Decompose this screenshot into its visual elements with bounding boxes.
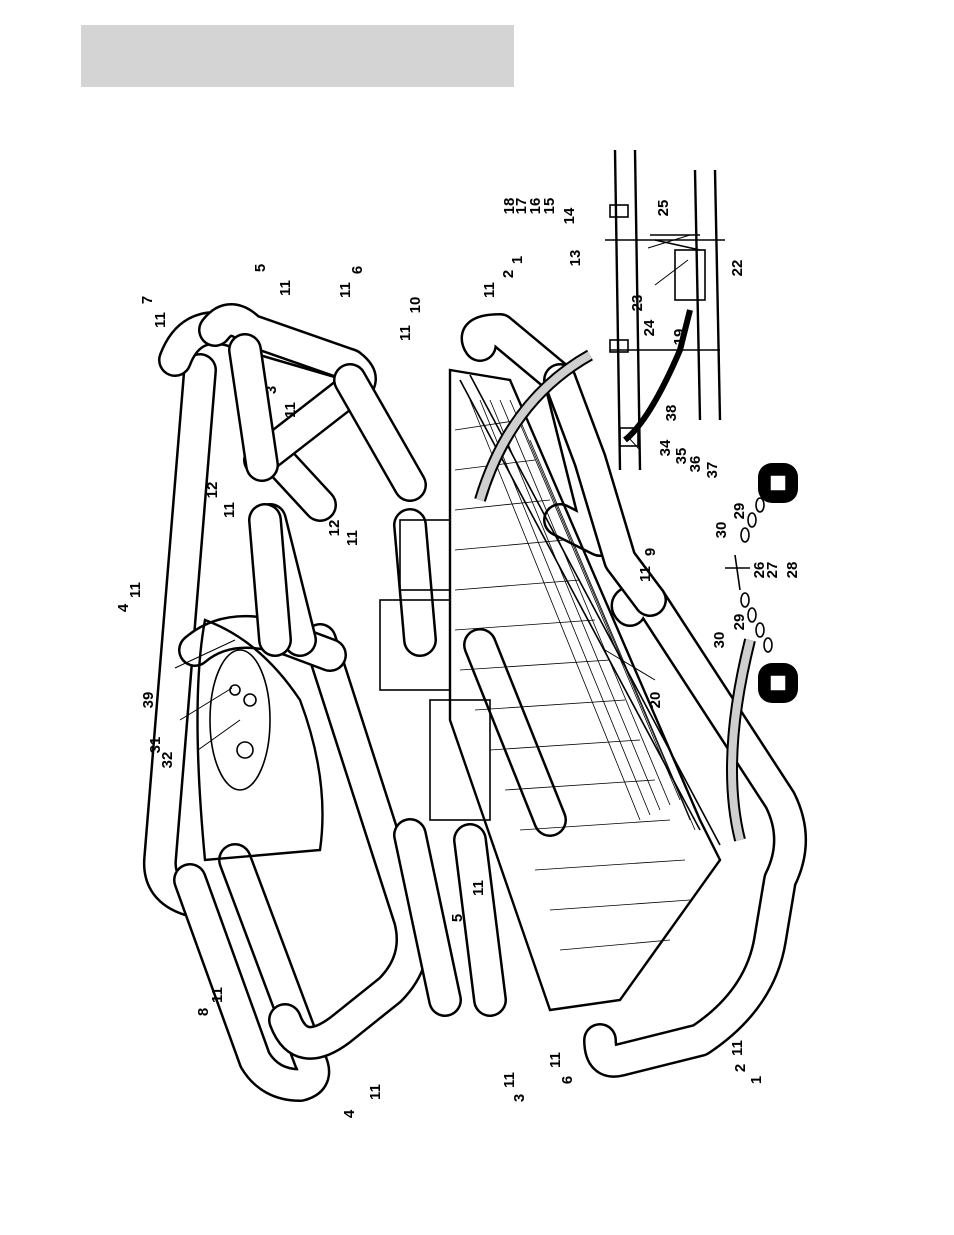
- callout-c11-r2: 11: [221, 502, 238, 518]
- callout-c11-m1: 11: [470, 880, 487, 896]
- callout-c30-b: 30: [711, 632, 728, 649]
- callout-c11-r6: 11: [152, 312, 169, 328]
- callout-c11-r5: 11: [282, 402, 299, 418]
- callout-c3-front: 3: [511, 1094, 528, 1102]
- callout-c36: 36: [687, 456, 704, 473]
- callout-c15: 15: [541, 198, 558, 215]
- callout-c39: 39: [140, 692, 157, 709]
- callout-c9: 9: [642, 548, 659, 556]
- callout-c11-r7: 11: [277, 280, 294, 296]
- callout-c37: 37: [704, 462, 721, 479]
- callout-c11-r3: 11: [344, 530, 361, 546]
- callout-c13: 13: [567, 250, 584, 267]
- callout-c1-front: 1: [748, 1076, 765, 1084]
- callout-c10: 10: [407, 297, 424, 314]
- callout-c29-a: 29: [731, 503, 748, 520]
- callout-c11-front: 11: [729, 1040, 746, 1056]
- callout-c11-f2: 11: [501, 1072, 518, 1088]
- callout-c19: 19: [671, 329, 688, 346]
- callout-c22: 22: [729, 260, 746, 277]
- callout-c2-front: 2: [732, 1064, 749, 1072]
- callout-c11-f3: 11: [547, 1052, 564, 1068]
- callout-c11-r9: 11: [397, 325, 414, 341]
- callout-c23: 23: [629, 295, 646, 312]
- callout-c20: 20: [647, 692, 664, 709]
- frame-tubes: [160, 320, 790, 1085]
- callout-c11-r1: 11: [127, 582, 144, 598]
- callout-c3-rear: 3: [263, 386, 280, 394]
- callout-c29-b: 29: [731, 614, 748, 631]
- callout-c25: 25: [655, 200, 672, 217]
- callout-c5-rear: 5: [252, 264, 269, 272]
- callout-c7: 7: [139, 296, 156, 304]
- callout-c24: 24: [641, 319, 658, 336]
- callout-c6-rear: 6: [349, 266, 366, 274]
- callout-c8: 8: [195, 1008, 212, 1016]
- callout-c11-r4: 11: [637, 566, 654, 582]
- callout-c31: 31: [147, 737, 164, 754]
- callout-c38: 38: [663, 405, 680, 422]
- callout-c34: 34: [657, 439, 674, 456]
- callout-c1-rear: 1: [509, 256, 526, 264]
- callout-c14: 14: [561, 207, 578, 224]
- callout-c2-rear: 2: [500, 270, 517, 278]
- callout-c5-mid: 5: [449, 914, 466, 922]
- callout-c27: 27: [764, 562, 781, 579]
- callout-c4-rear: 4: [115, 603, 132, 612]
- callout-c11-f4: 11: [367, 1084, 384, 1100]
- callout-c11-r8: 11: [337, 282, 354, 298]
- callout-c11-f5: 11: [209, 987, 226, 1003]
- callout-c30-a: 30: [713, 522, 730, 539]
- callout-c28: 28: [784, 562, 801, 579]
- callout-c12-a: 12: [204, 482, 221, 499]
- callout-c12-b: 12: [326, 520, 343, 537]
- callout-c4-front: 4: [341, 1109, 358, 1118]
- callout-c11-r10: 11: [481, 282, 498, 298]
- callout-c6-front: 6: [559, 1076, 576, 1084]
- chain-detail: [725, 463, 798, 703]
